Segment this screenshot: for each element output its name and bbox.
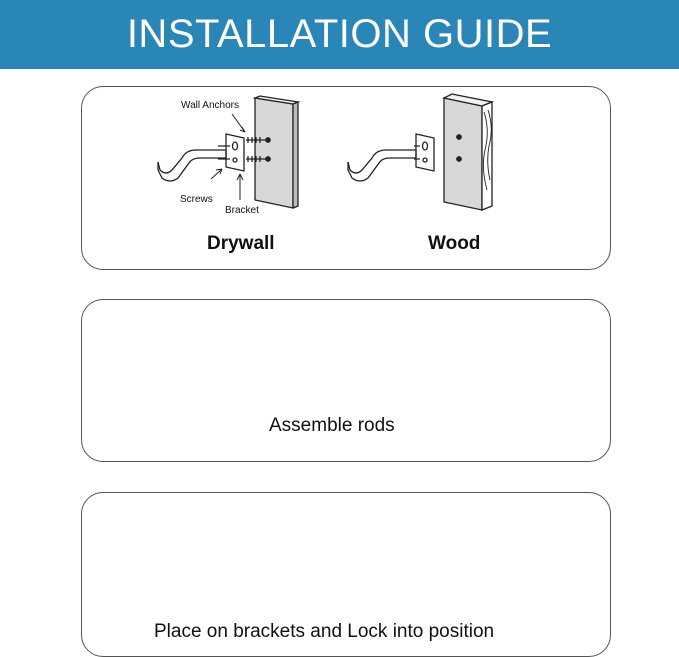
caption-place-on-brackets: Place on brackets and Lock into position	[154, 621, 495, 642]
caption-drywall: Drywall	[207, 233, 275, 254]
wood-illustration	[347, 93, 495, 211]
panel-mounting-surfaces	[81, 86, 611, 270]
bracket-hook-icon	[347, 149, 417, 182]
caption-assemble-rods: Assemble rods	[269, 415, 395, 436]
bracket-hook-icon	[157, 149, 227, 182]
page-title: INSTALLATION GUIDE	[126, 12, 553, 56]
header-banner: INSTALLATION GUIDE	[0, 0, 679, 69]
wall-anchor-icon	[246, 137, 266, 162]
label-bracket: Bracket	[225, 205, 259, 216]
panel-assemble-rods	[81, 299, 611, 462]
label-wall-anchors: Wall Anchors	[181, 100, 239, 111]
label-screws: Screws	[180, 194, 213, 205]
drywall-illustration	[157, 95, 301, 209]
caption-wood: Wood	[428, 233, 481, 254]
